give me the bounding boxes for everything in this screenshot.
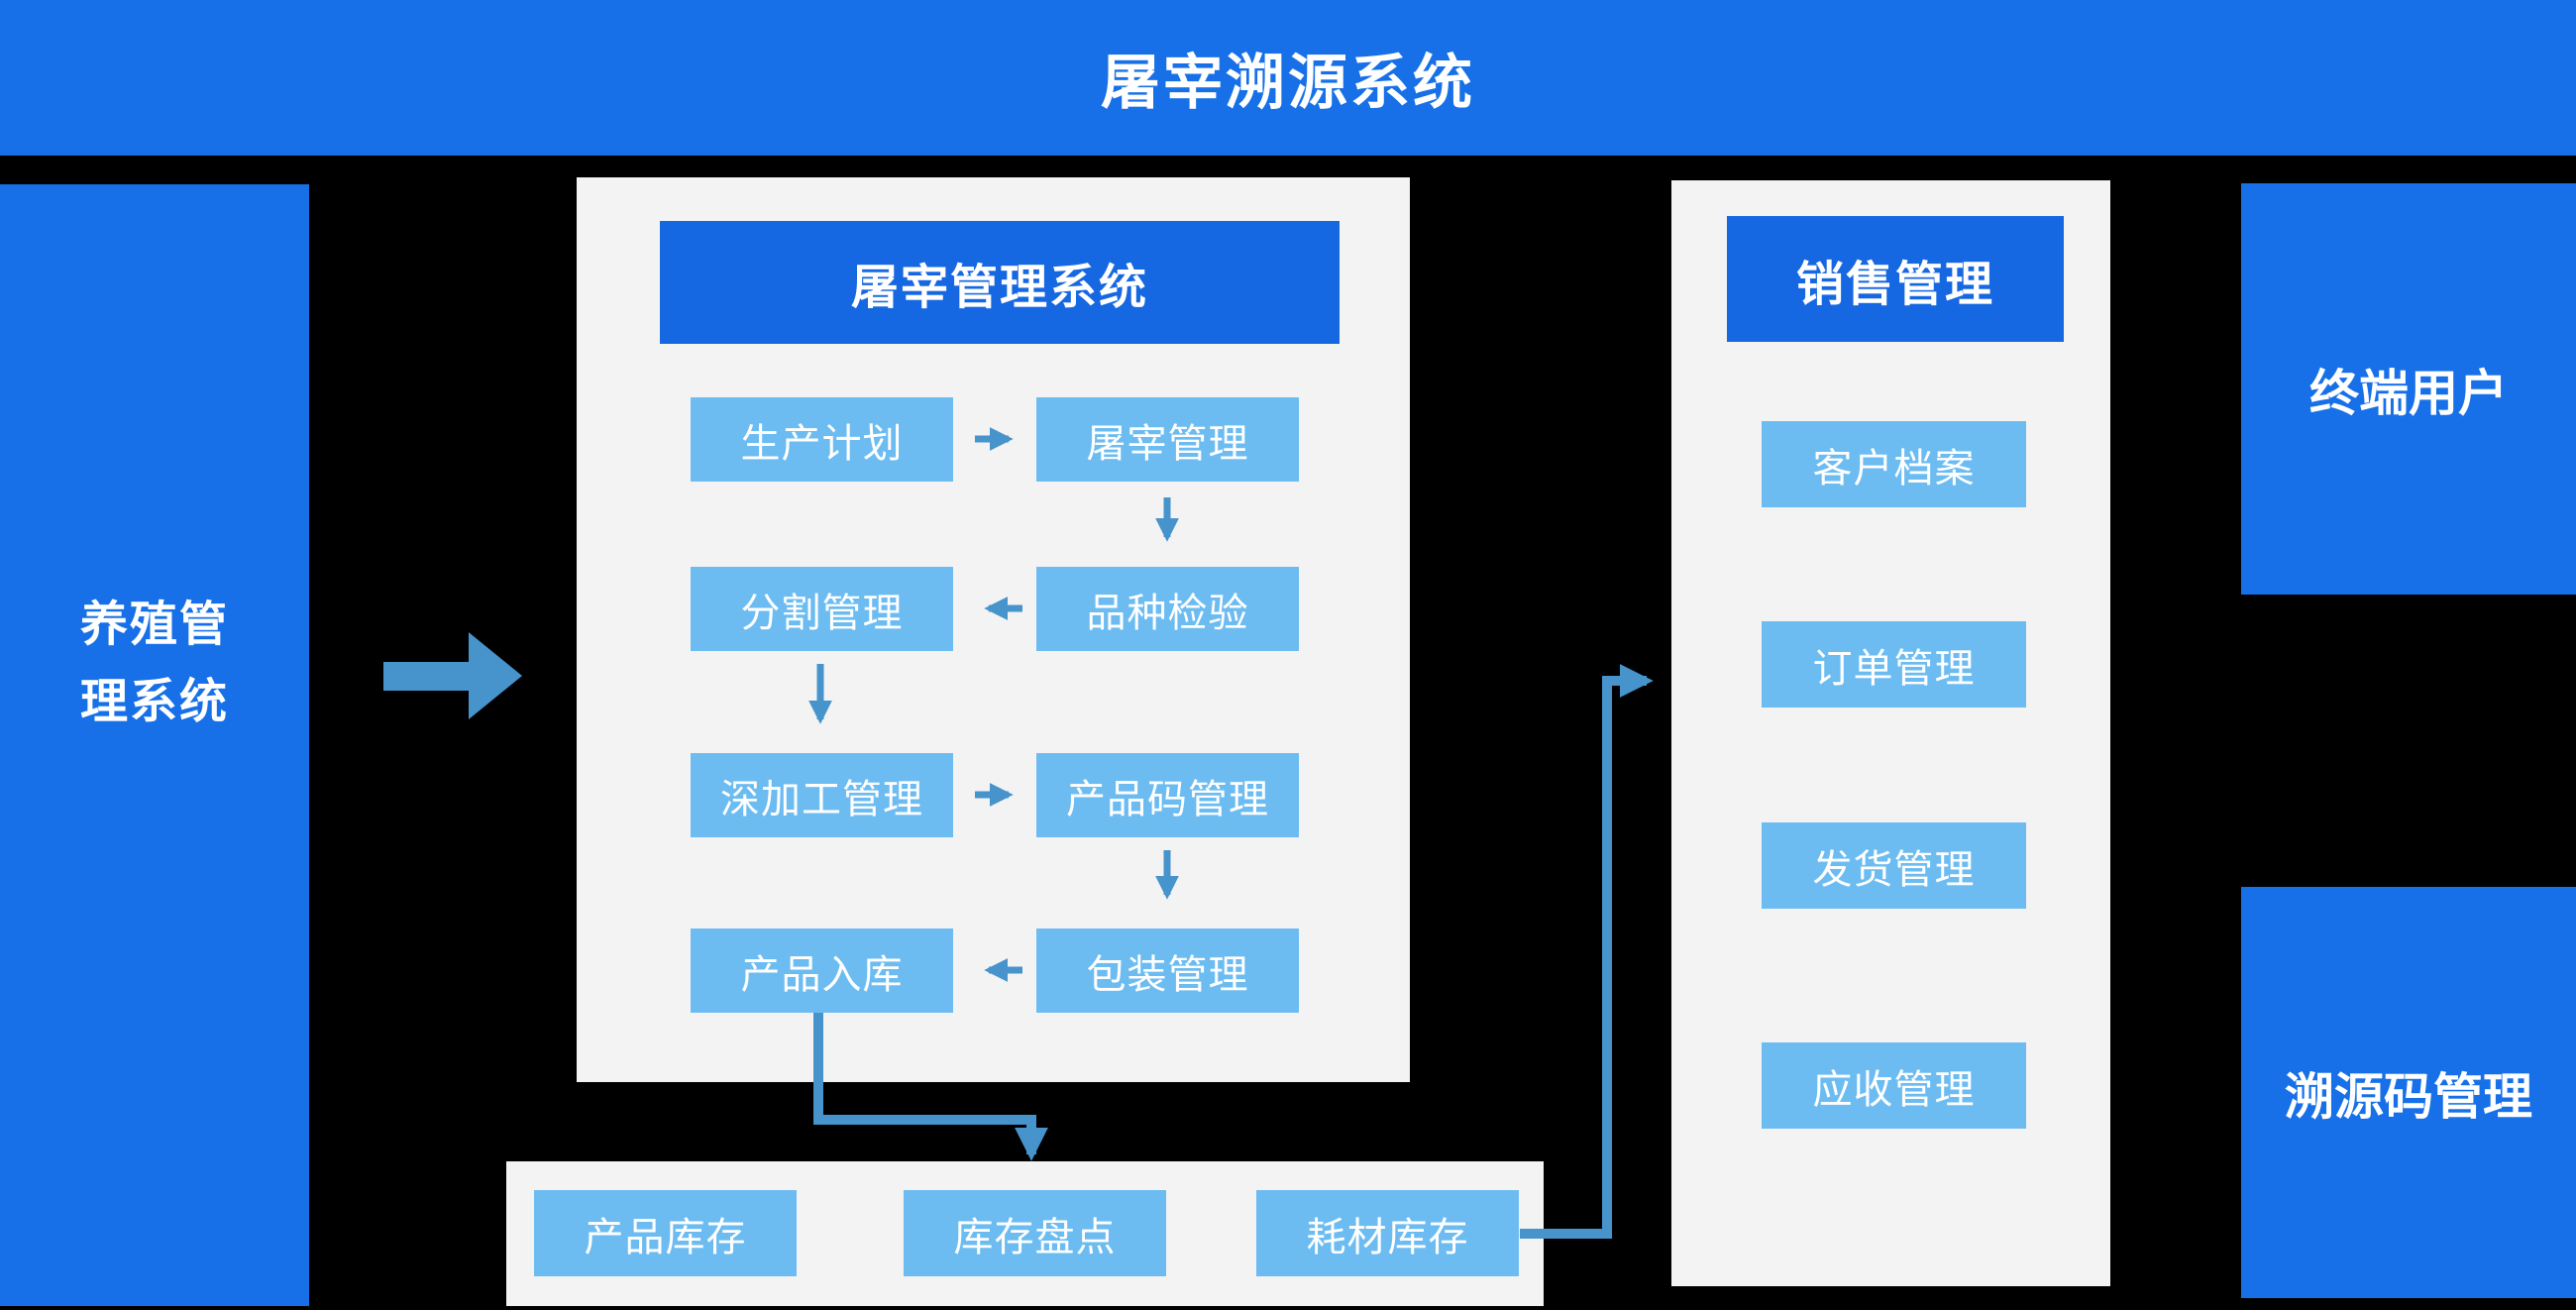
- flow-box-product-code-mgmt: 产品码管理: [1036, 753, 1299, 837]
- sales-box-receivable-mgmt: 应收管理: [1762, 1042, 2026, 1129]
- flow-box-production-plan: 生产计划: [691, 397, 953, 482]
- sales-box-shipping-mgmt-label: 发货管理: [1812, 847, 1976, 892]
- sales-box-customer-files-label: 客户档案: [1812, 446, 1976, 491]
- page-title: 屠宰溯源系统: [1101, 50, 1475, 116]
- page-title-banner: 屠宰溯源系统: [0, 0, 2576, 156]
- trace-code-mgmt-label: 溯源码管理: [2285, 1068, 2532, 1125]
- arrow-farming-to-slaughter-icon: [383, 632, 522, 719]
- flow-box-breed-inspection: 品种检验: [1036, 567, 1299, 651]
- flow-box-packaging-mgmt: 包装管理: [1036, 928, 1299, 1013]
- sales-box-receivable-mgmt-label: 应收管理: [1812, 1067, 1976, 1112]
- flow-box-deep-processing-label: 深加工管理: [720, 777, 923, 821]
- inventory-box-consumable-stock-label: 耗材库存: [1306, 1215, 1469, 1259]
- trace-code-mgmt-block: 溯源码管理: [2241, 887, 2576, 1298]
- inventory-box-consumable-stock: 耗材库存: [1256, 1190, 1519, 1276]
- slaughter-panel-header: 屠宰管理系统: [660, 221, 1340, 344]
- flow-box-product-inbound: 产品入库: [691, 928, 953, 1013]
- farming-system-label-line2: 理系统: [79, 676, 229, 728]
- flow-box-slaughter-mgmt: 屠宰管理: [1036, 397, 1299, 482]
- sales-box-order-mgmt: 订单管理: [1762, 621, 2026, 708]
- flow-box-production-plan-label: 生产计划: [740, 421, 904, 466]
- slaughter-panel-header-label: 屠宰管理系统: [850, 262, 1148, 314]
- flow-box-packaging-mgmt-label: 包装管理: [1086, 952, 1249, 997]
- farming-system-label-line1: 养殖管: [79, 599, 229, 651]
- sales-box-shipping-mgmt: 发货管理: [1762, 822, 2026, 909]
- sales-box-order-mgmt-label: 订单管理: [1812, 646, 1976, 691]
- flow-box-breed-inspection-label: 品种检验: [1086, 591, 1249, 635]
- farming-system-block: [0, 184, 309, 1306]
- inventory-box-stock-check-label: 库存盘点: [953, 1215, 1117, 1259]
- sales-box-customer-files: 客户档案: [1762, 421, 2026, 507]
- sales-panel-header: 销售管理: [1727, 216, 2064, 342]
- flow-box-cutting-mgmt: 分割管理: [691, 567, 953, 651]
- inventory-box-product-stock-label: 产品库存: [584, 1215, 747, 1259]
- flow-box-cutting-mgmt-label: 分割管理: [740, 591, 904, 635]
- arrow-inventory-to-sales-icon: [1520, 663, 1654, 1239]
- farming-system-label: 养殖管 理系统: [0, 587, 309, 741]
- flow-box-deep-processing: 深加工管理: [691, 753, 953, 837]
- inventory-box-stock-check: 库存盘点: [904, 1190, 1166, 1276]
- terminal-user-block: 终端用户: [2241, 183, 2576, 595]
- flow-box-product-inbound-label: 产品入库: [740, 952, 904, 997]
- inventory-box-product-stock: 产品库存: [534, 1190, 797, 1276]
- flow-box-product-code-mgmt-label: 产品码管理: [1066, 777, 1269, 821]
- flow-box-slaughter-mgmt-label: 屠宰管理: [1086, 421, 1249, 466]
- terminal-user-label: 终端用户: [2309, 365, 2508, 421]
- sales-panel-header-label: 销售管理: [1795, 258, 1994, 311]
